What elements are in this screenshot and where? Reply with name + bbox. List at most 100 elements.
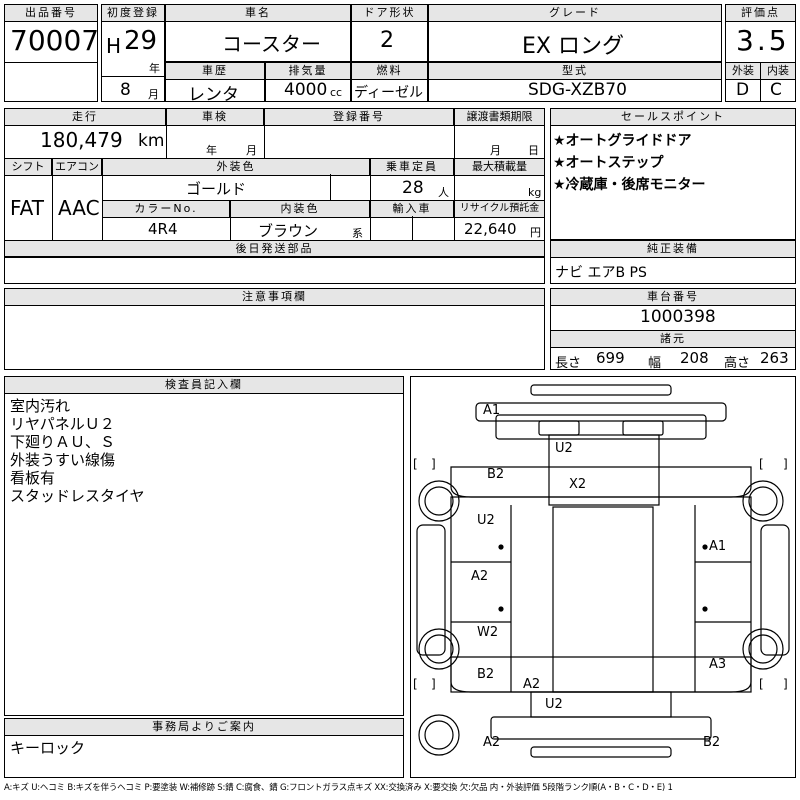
- body-outline: [450, 496, 752, 693]
- length-value: 699: [596, 349, 625, 367]
- office-label: 事務局よりご案内: [4, 718, 404, 736]
- insp-month: 月: [246, 144, 257, 157]
- lot-number: 70007: [10, 24, 100, 57]
- notes-label: 注意事項欄: [4, 288, 545, 306]
- capacity-unit: 人: [438, 186, 449, 199]
- damage-mark: A2: [523, 677, 541, 692]
- width-value: 208: [680, 349, 709, 367]
- mileage-unit: km: [138, 131, 165, 151]
- damage-mark: B2: [703, 735, 721, 750]
- wheel-front-left: [418, 480, 460, 522]
- damage-mark: X2: [569, 477, 587, 492]
- car-name: コースター: [222, 32, 321, 56]
- inspector-note: 外装うすい線傷: [10, 451, 116, 469]
- year-unit: 年: [149, 62, 160, 75]
- sales-point: ★オートステップ: [553, 155, 664, 171]
- wheel-rear-left: [418, 628, 460, 670]
- rear-bumper: [490, 716, 712, 740]
- interior-label: 内装: [760, 62, 796, 80]
- ac-label: エアコン: [52, 158, 102, 176]
- sales-point: ★冷蔵庫・後席モニター: [553, 177, 706, 193]
- chassis-value: 1000398: [640, 307, 716, 327]
- first-reg-label: 初度登録: [101, 4, 165, 22]
- import-label: 輸入車: [370, 200, 454, 218]
- damage-mark: U2: [545, 697, 563, 712]
- model-value: SDG-XZB70: [528, 80, 627, 100]
- grade-label: グレード: [428, 4, 722, 22]
- inspector-note: 室内汚れ: [10, 397, 71, 415]
- damage-mark: B2: [487, 467, 505, 482]
- color-no-label: カラーNo.: [102, 200, 230, 218]
- capacity-value: 28: [402, 178, 424, 198]
- bracket-close: ]: [783, 457, 788, 471]
- damage-mark: U2: [477, 513, 495, 528]
- roof: [552, 506, 654, 693]
- bracket-open: [: [413, 677, 418, 691]
- bracket-open: [: [413, 457, 418, 471]
- damage-mark: A1: [483, 403, 501, 418]
- int-color-unit: 系: [352, 227, 363, 240]
- front-lamp-left: [538, 420, 580, 436]
- inspector-note: 看板有: [10, 469, 56, 487]
- inspector-note: 下廻りＡＵ、Ｓ: [10, 433, 116, 451]
- score-label: 評価点: [725, 4, 796, 22]
- inspector-note: リヤパネルＵ２: [10, 415, 115, 433]
- inspector-label: 検査員記入欄: [4, 376, 404, 394]
- displacement-unit: cc: [330, 86, 343, 99]
- front-lamp-right: [622, 420, 664, 436]
- bracket-close: ]: [783, 677, 788, 691]
- later-parts-label: 後日発送部品: [4, 240, 545, 258]
- max-load-unit: kg: [528, 186, 542, 199]
- office-value: キーロック: [10, 739, 86, 757]
- width-label: 幅: [648, 356, 662, 371]
- height-label: 高さ: [724, 356, 751, 371]
- length-label: 長さ: [555, 356, 582, 371]
- ext-color-label: 外装色: [102, 158, 370, 176]
- recycle-unit: 円: [530, 226, 541, 239]
- lot-label: 出品番号: [4, 4, 98, 22]
- insp-year: 年: [206, 144, 217, 157]
- int-color-value: ブラウン: [258, 222, 319, 240]
- ac-value: AAC: [58, 196, 100, 220]
- inspection-label: 車検: [166, 108, 264, 126]
- damage-mark: B2: [477, 667, 495, 682]
- front-bumper-top: [530, 384, 672, 396]
- recycle-label: リサイクル預託金: [454, 200, 545, 218]
- shift-value: FAT: [10, 196, 45, 220]
- rear-outline: [450, 656, 752, 693]
- bracket-close: ]: [431, 457, 436, 471]
- score-value: 3.5: [736, 24, 790, 57]
- rear-bumper-low: [530, 746, 672, 758]
- wheel-rear-right: [742, 628, 784, 670]
- equipment-label: 純正装備: [550, 240, 796, 258]
- displacement-value: 4000: [284, 80, 328, 100]
- max-load-label: 最大積載量: [454, 158, 545, 176]
- damage-mark: A1: [709, 539, 727, 554]
- damage-map: [ ] [ ] [ ] [ ] A1 U2 B2 X2 U2 A2 W2 B2 …: [410, 376, 796, 778]
- int-color-label: 内装色: [230, 200, 370, 218]
- month-unit: 月: [148, 88, 159, 101]
- interior-grade: C: [770, 80, 782, 100]
- grade-value: EX ロング: [522, 34, 624, 59]
- bracket-open: [: [759, 457, 764, 471]
- damage-mark: A2: [471, 569, 489, 584]
- dims-label: 諸元: [550, 330, 796, 348]
- capacity-label: 乗車定員: [370, 158, 454, 176]
- ext-color-value: ゴールド: [186, 180, 247, 198]
- front-bumper: [475, 402, 727, 422]
- height-value: 263: [760, 349, 789, 367]
- spare-wheel: [418, 714, 460, 756]
- exterior-label: 外装: [725, 62, 761, 80]
- color-no-value: 4R4: [148, 220, 178, 238]
- left-side-panel: [416, 524, 446, 656]
- mileage-label: 走行: [4, 108, 166, 126]
- chassis-label: 車台番号: [550, 288, 796, 306]
- transfer-day: 日: [528, 144, 539, 157]
- front-panel: [495, 414, 707, 440]
- door-label: ドア形状: [351, 4, 428, 22]
- car-name-label: 車名: [165, 4, 351, 22]
- mileage-value: 180,479: [40, 128, 123, 152]
- wheel-front-right: [742, 480, 784, 522]
- damage-mark: A3: [709, 657, 727, 672]
- windshield: [548, 434, 660, 506]
